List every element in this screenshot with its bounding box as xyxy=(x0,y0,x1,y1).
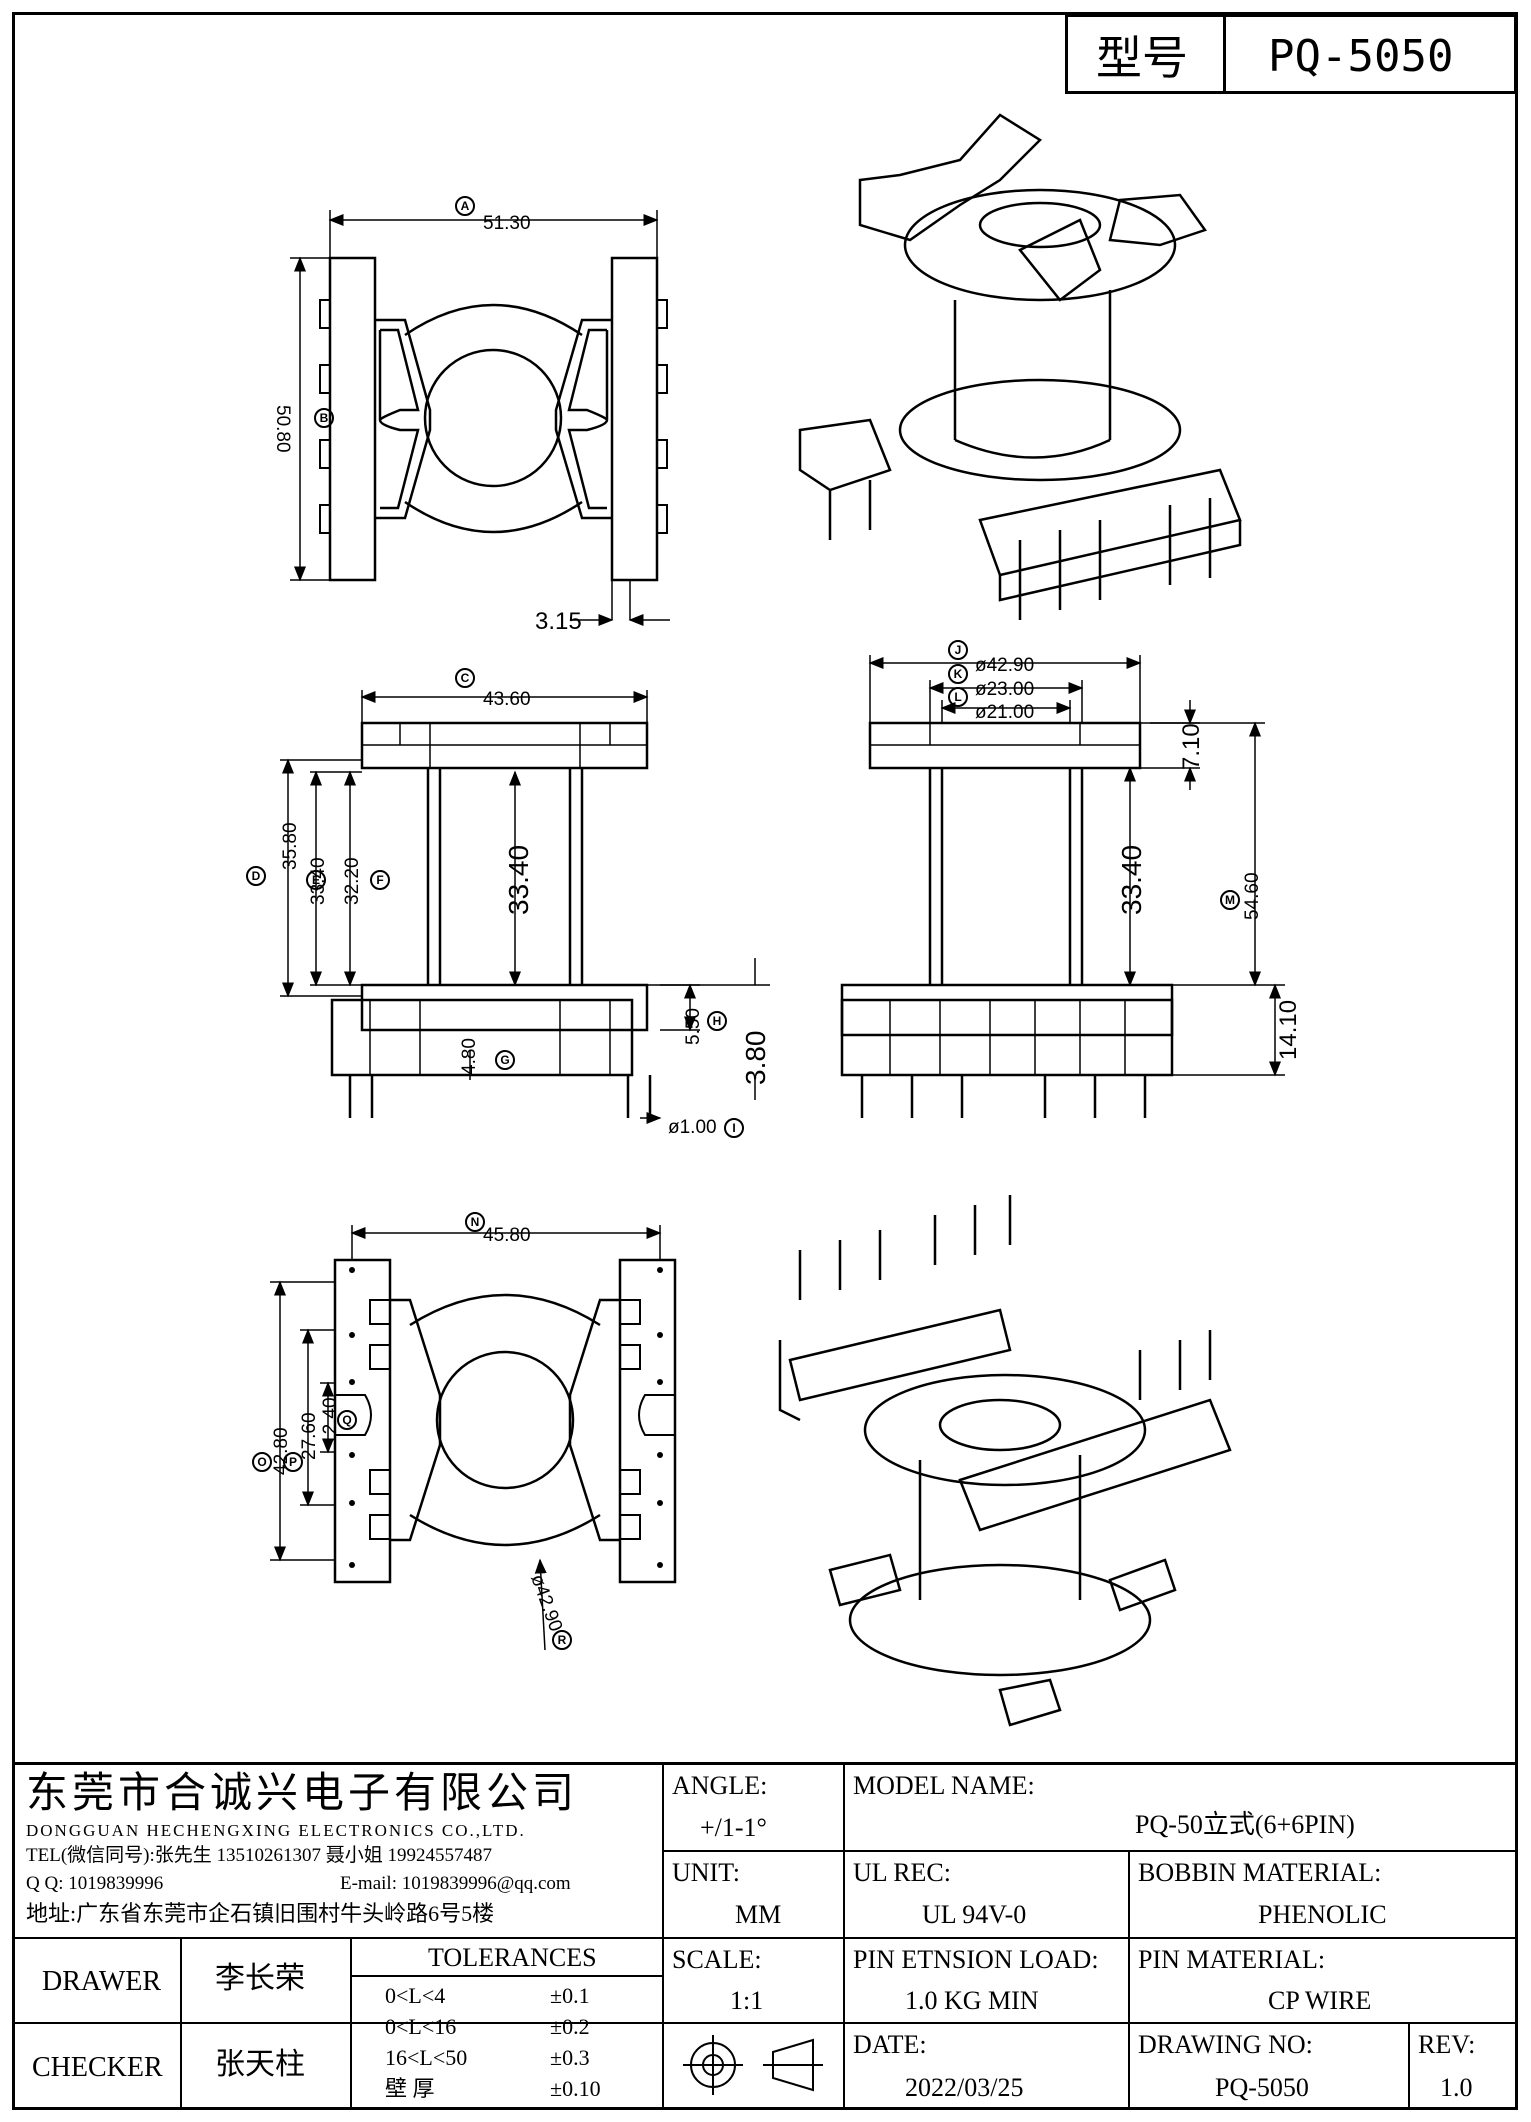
pin-material-label: PIN MATERIAL: xyxy=(1138,1945,1326,1974)
bubble-h: H xyxy=(713,1014,722,1028)
dim-k: ø23.00 xyxy=(975,679,1035,700)
tolerance-value-1: ±0.1 xyxy=(550,1983,590,2008)
model-name-label: MODEL NAME: xyxy=(853,1771,1035,1800)
bottom-view xyxy=(270,1225,677,1651)
dim-c: 43.60 xyxy=(483,689,531,710)
unit-label: UNIT: xyxy=(672,1858,741,1887)
company-address: 地址:广东省东莞市企石镇旧围村牛头岭路6号5楼 xyxy=(26,1901,495,1926)
bubble-l: L xyxy=(954,690,961,704)
scale-label: SCALE: xyxy=(672,1945,762,1974)
date-value: 2022/03/25 xyxy=(905,2073,1024,2102)
tolerance-range-3: 16<L<50 xyxy=(385,2045,468,2070)
bubble-e: E xyxy=(312,873,320,887)
company-tel: TEL(微信同号):张先生 13510261307 聂小姐 1992455748… xyxy=(26,1845,493,1866)
bubble-d: D xyxy=(252,869,261,883)
drawer-label: DRAWER xyxy=(42,1966,162,1997)
ul-value: UL 94V-0 xyxy=(922,1900,1027,1929)
drawer-value: 李长荣 xyxy=(215,1961,305,1996)
rev-label: REV: xyxy=(1418,2030,1476,2059)
bubble-p: P xyxy=(289,1455,297,1469)
model-header: 型号 PQ-5050 xyxy=(1065,14,1517,94)
company-qq: Q Q: 1019839996 xyxy=(26,1873,164,1894)
angle-label: ANGLE: xyxy=(672,1771,768,1800)
ul-label: UL REC: xyxy=(853,1858,951,1887)
pin-load-value: 1.0 KG MIN xyxy=(905,1986,1039,2015)
dim-l: ø21.00 xyxy=(975,702,1035,723)
bubble-k: K xyxy=(954,667,963,681)
dim-a: 51.30 xyxy=(483,213,531,234)
drawing-no-label: DRAWING NO: xyxy=(1138,2030,1313,2059)
drawing-frame xyxy=(12,12,1518,2110)
bubble-i: I xyxy=(732,1121,735,1135)
reference-bubbles: A B C D E F G H I J K L M N O P Q R xyxy=(246,196,1240,1650)
drawing-no-value: PQ-5050 xyxy=(1215,2073,1309,2102)
bubble-f: F xyxy=(376,873,383,887)
bubble-b: B xyxy=(320,411,329,425)
isometric-view-bottom xyxy=(778,1195,1232,1727)
tolerance-range-2: 0<L<16 xyxy=(385,2014,457,2039)
front-view xyxy=(280,690,770,1124)
rev-value: 1.0 xyxy=(1440,2073,1473,2102)
bubble-n: N xyxy=(471,1215,480,1229)
model-header-value: PQ-5050 xyxy=(1268,31,1454,82)
isometric-view-top xyxy=(798,113,1242,620)
scale-value: 1:1 xyxy=(730,1986,764,2015)
top-view xyxy=(290,210,670,626)
unit-value: MM xyxy=(735,1900,782,1929)
angle-value: +/1-1° xyxy=(700,1813,767,1842)
tolerances-label: TOLERANCES xyxy=(428,1943,597,1972)
company-name-cn: 东莞市合诚兴电子有限公司 xyxy=(26,1768,579,1817)
date-label: DATE: xyxy=(853,2030,927,2059)
bobbin-value: PHENOLIC xyxy=(1258,1900,1387,1929)
tolerance-range-4: 壁 厚 xyxy=(385,2076,435,2101)
bubble-q: Q xyxy=(342,1413,351,1427)
bubble-o: O xyxy=(257,1455,266,1469)
dim-j: ø42.90 xyxy=(975,655,1035,676)
checker-value: 张天柱 xyxy=(215,2047,305,2082)
technical-drawing xyxy=(270,113,1285,1727)
bobbin-label: BOBBIN MATERIAL: xyxy=(1138,1858,1382,1887)
bubble-m: M xyxy=(1225,893,1235,907)
bubble-r: R xyxy=(558,1633,567,1647)
model-name-value: PQ-50立式(6+6PIN) xyxy=(1135,1810,1355,1839)
dim-i: ø1.00 xyxy=(668,1117,717,1138)
dim-n: 45.80 xyxy=(483,1225,531,1246)
projection-symbol xyxy=(683,2035,823,2095)
pin-load-label: PIN ETNSION LOAD: xyxy=(853,1945,1099,1974)
bubble-j: J xyxy=(955,643,962,657)
bubble-g: G xyxy=(500,1053,509,1067)
tolerance-value-2: ±0.2 xyxy=(550,2014,590,2039)
tolerance-range-1: 0<L<4 xyxy=(385,1983,446,2008)
model-header-label: 型号 xyxy=(1096,31,1188,85)
tolerance-value-4: ±0.10 xyxy=(550,2076,601,2101)
company-name-en: DONGGUAN HECHENGXING ELECTRONICS CO.,LTD… xyxy=(26,1821,526,1840)
checker-label: CHECKER xyxy=(32,2052,163,2083)
tolerance-value-3: ±0.3 xyxy=(550,2045,590,2070)
company-email: E-mail: 1019839996@qq.com xyxy=(340,1873,571,1894)
pin-material-value: CP WIRE xyxy=(1268,1986,1372,2015)
bubble-c: C xyxy=(461,671,470,685)
dim-pin-pitch: 3.15 xyxy=(535,608,582,635)
bubble-a: A xyxy=(461,199,470,213)
